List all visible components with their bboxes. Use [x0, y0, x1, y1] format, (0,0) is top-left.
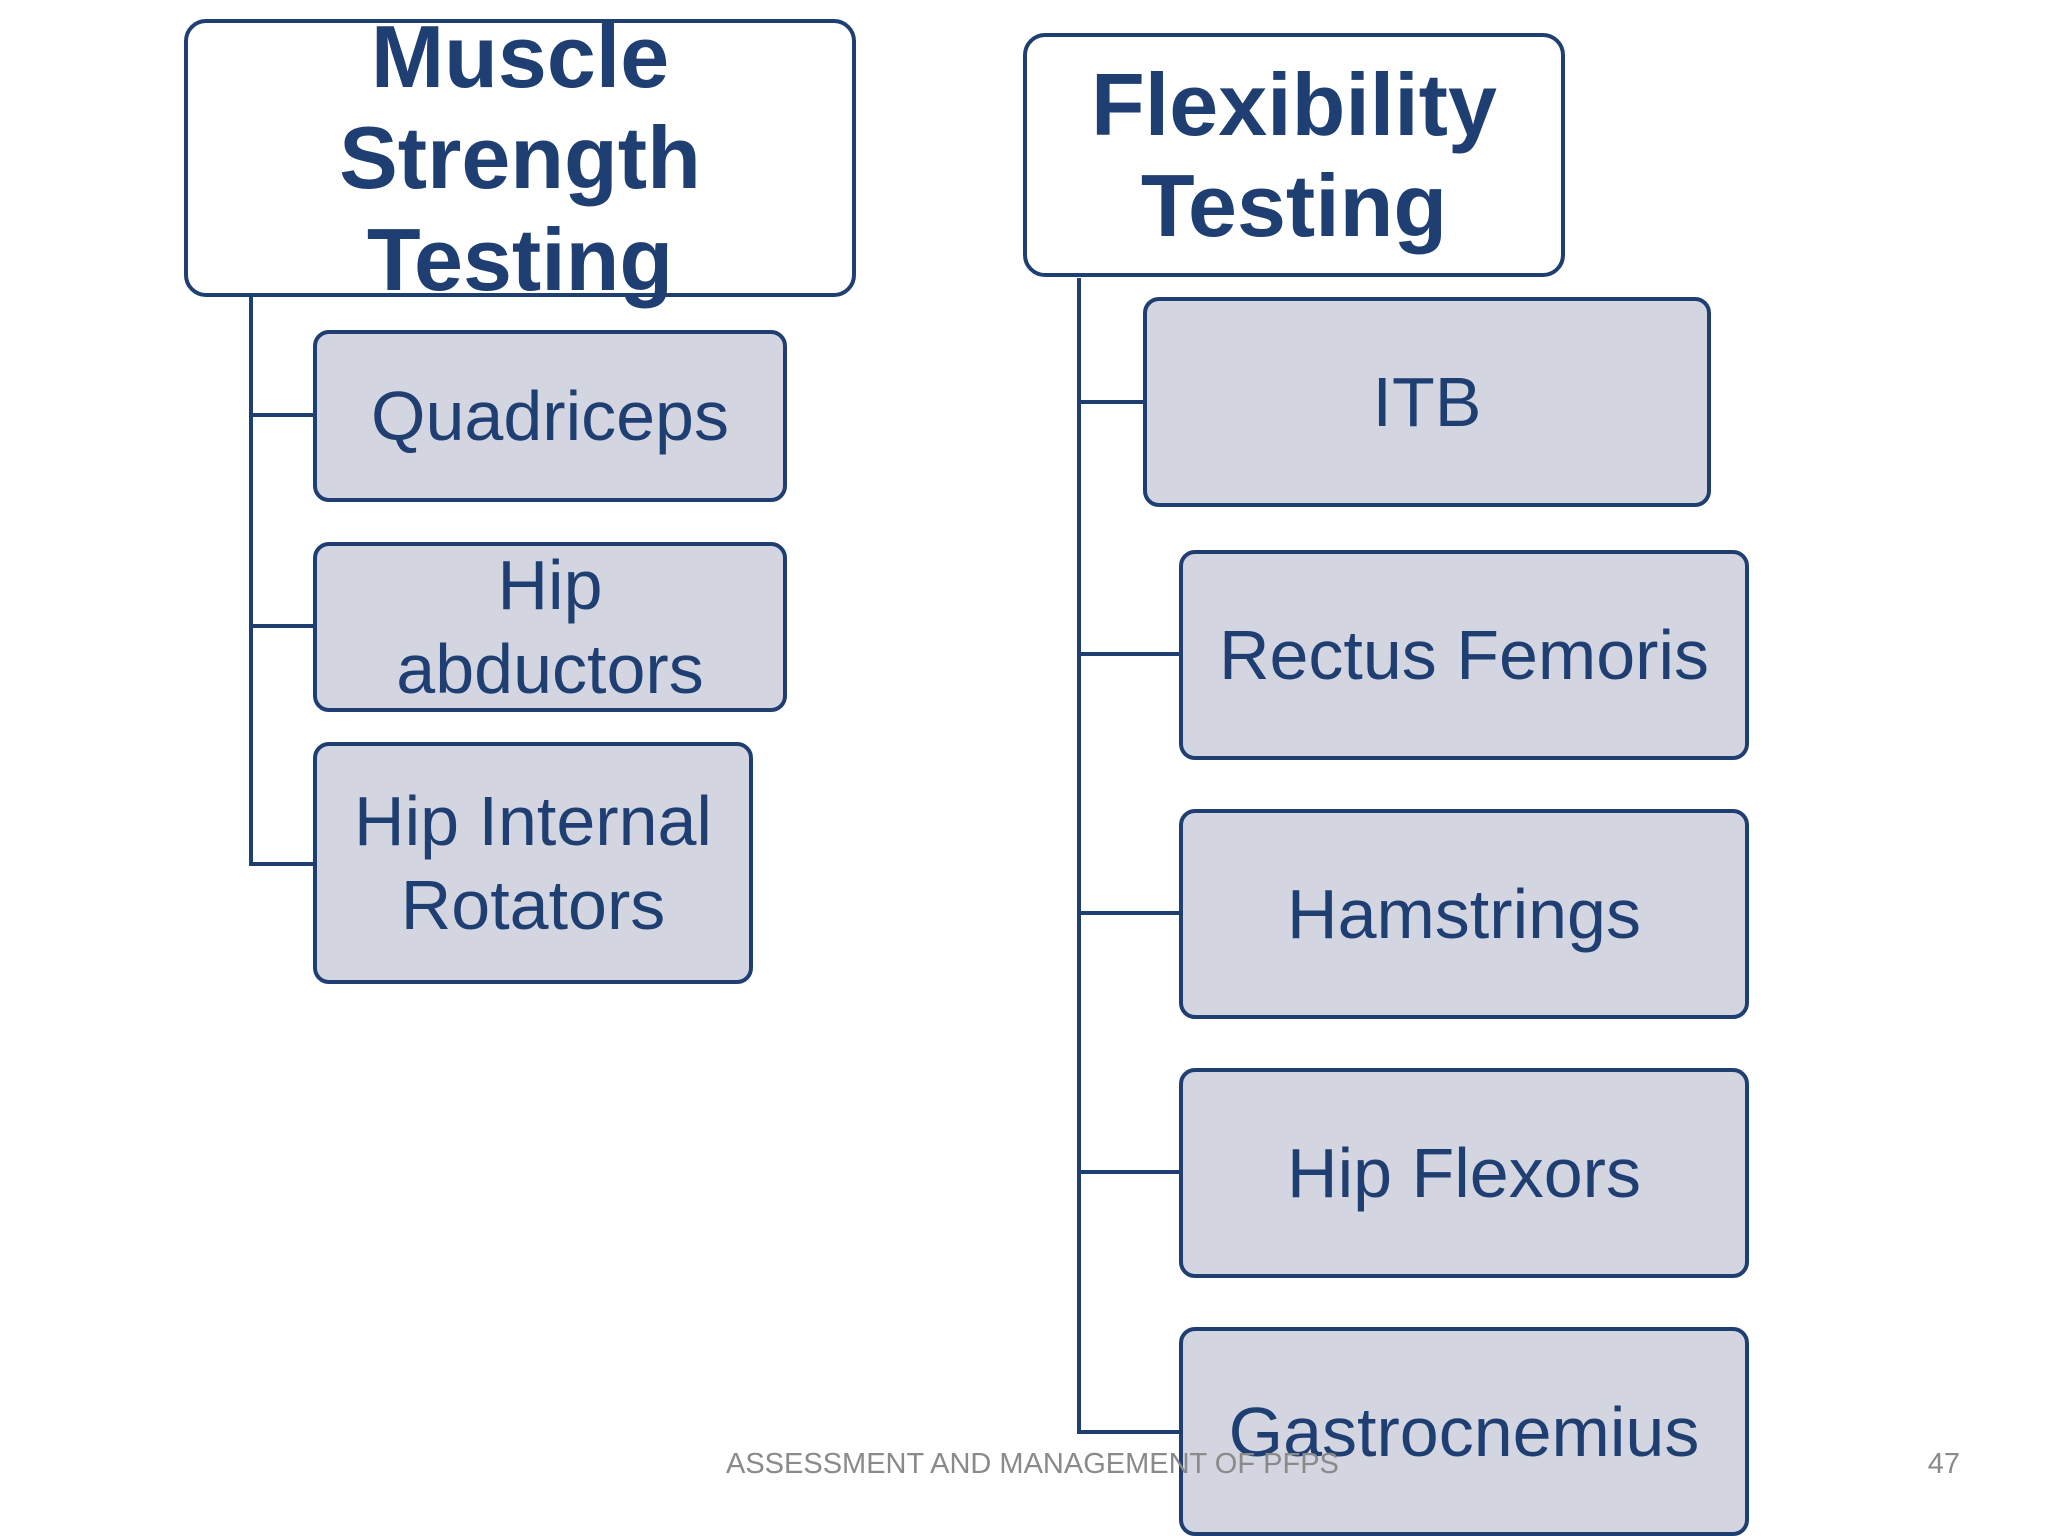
item-hamstrings: Hamstrings	[1179, 809, 1749, 1019]
page-number: 47	[1927, 1448, 1960, 1480]
header-title: Muscle Strength Testing	[339, 7, 701, 309]
item-label: Hip abductors	[396, 546, 704, 708]
item-label: Hip Internal Rotators	[354, 782, 712, 944]
header-title: Flexibility Testing	[1091, 54, 1497, 255]
item-rectus-femoris: Rectus Femoris	[1179, 550, 1749, 760]
item-itb: ITB	[1143, 297, 1711, 507]
left-branch-connector	[249, 624, 315, 628]
slide-footer: ASSESSMENT AND MANAGEMENT OF PFPS	[726, 1448, 1339, 1480]
item-label: Quadriceps	[371, 377, 729, 455]
item-label: Rectus Femoris	[1218, 616, 1710, 694]
item-label: ITB	[1372, 363, 1482, 441]
item-hip-abductors: Hip abductors	[313, 542, 787, 712]
flexibility-testing-header: Flexibility Testing	[1023, 33, 1565, 277]
item-label: Hip Flexors	[1287, 1134, 1641, 1212]
right-branch-connector	[1077, 1170, 1181, 1174]
left-vertical-connector	[249, 294, 253, 866]
item-label: Gastrocnemius	[1228, 1392, 1700, 1471]
muscle-strength-testing-header: Muscle Strength Testing	[184, 7, 856, 309]
item-gastrocnemius: Gastrocnemius	[1179, 1327, 1749, 1536]
left-branch-connector	[249, 862, 315, 866]
item-quadriceps: Quadriceps	[313, 330, 787, 502]
right-branch-connector	[1077, 911, 1181, 915]
item-label: Hamstrings	[1287, 875, 1641, 953]
right-branch-connector	[1077, 400, 1145, 404]
item-hip-internal-rotators: Hip Internal Rotators	[313, 742, 753, 984]
right-branch-connector	[1077, 1430, 1181, 1434]
right-vertical-connector	[1077, 278, 1081, 1434]
left-branch-connector	[249, 413, 315, 417]
item-hip-flexors: Hip Flexors	[1179, 1068, 1749, 1278]
right-branch-connector	[1077, 652, 1181, 656]
